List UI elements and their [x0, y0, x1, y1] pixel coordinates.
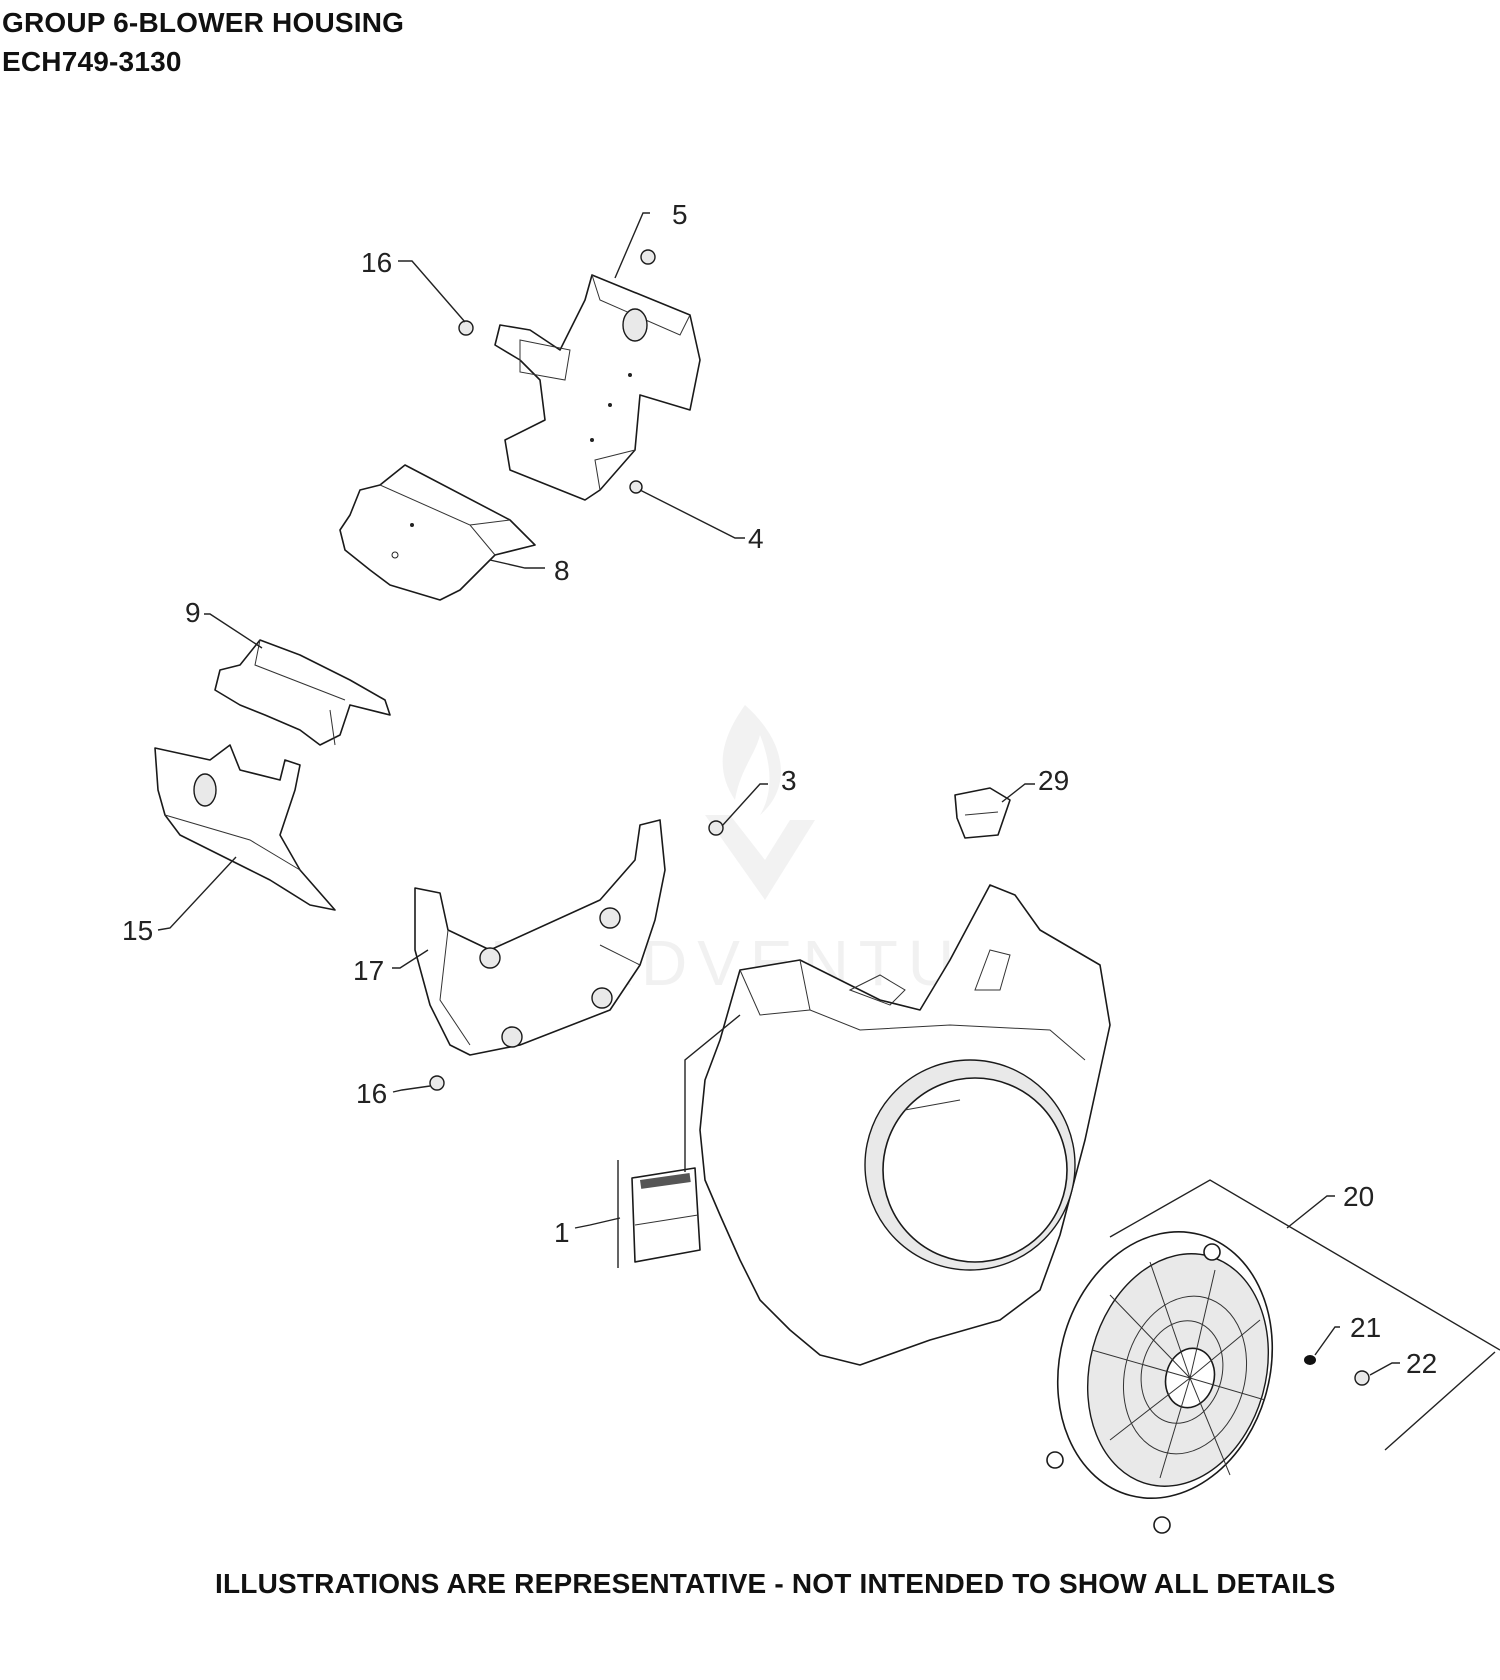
callout-22: 22 [1406, 1348, 1437, 1379]
part-9-baffle[interactable] [214, 639, 391, 746]
callout-15: 15 [122, 915, 153, 946]
callout-16-bottom: 16 [356, 1078, 387, 1109]
diagram-part-number: ECH749-3130 [2, 46, 182, 77]
callout-20: 20 [1343, 1181, 1374, 1212]
part-17-bracket[interactable] [414, 819, 666, 1056]
part-1-blower-housing[interactable] [699, 884, 1111, 1366]
decal-label [631, 1167, 701, 1263]
part-16-screw-bottom[interactable] [429, 1075, 445, 1091]
leader-lines [157, 212, 1500, 1451]
callout-1: 1 [554, 1217, 570, 1248]
part-15-baffle[interactable] [154, 744, 336, 911]
part-16-screw-top[interactable] [458, 249, 656, 336]
part-22-screw[interactable] [1354, 1370, 1370, 1386]
diagram-title: GROUP 6-BLOWER HOUSING [2, 7, 405, 38]
part-4-screw[interactable] [629, 480, 643, 494]
callout-29: 29 [1038, 765, 1069, 796]
callout-17: 17 [353, 955, 384, 986]
callout-9: 9 [185, 597, 201, 628]
part-8-baffle[interactable] [339, 464, 536, 601]
callout-16-top: 16 [361, 247, 392, 278]
part-5-upper-shroud[interactable] [494, 274, 701, 501]
footer-disclaimer: ILLUSTRATIONS ARE REPRESENTATIVE - NOT I… [215, 1568, 1336, 1599]
part-3-screw[interactable] [708, 820, 724, 836]
part-21-nut[interactable] [1304, 1355, 1316, 1365]
callout-21: 21 [1350, 1312, 1381, 1343]
callout-5: 5 [672, 199, 688, 230]
callout-3: 3 [781, 765, 797, 796]
part-29-clip[interactable] [954, 787, 1011, 839]
callout-4: 4 [748, 523, 764, 554]
callout-numbers: 16 5 4 8 9 15 17 16 3 29 1 20 21 22 [122, 199, 1437, 1379]
part-20-grille[interactable] [1029, 1207, 1302, 1534]
callout-8: 8 [554, 555, 570, 586]
